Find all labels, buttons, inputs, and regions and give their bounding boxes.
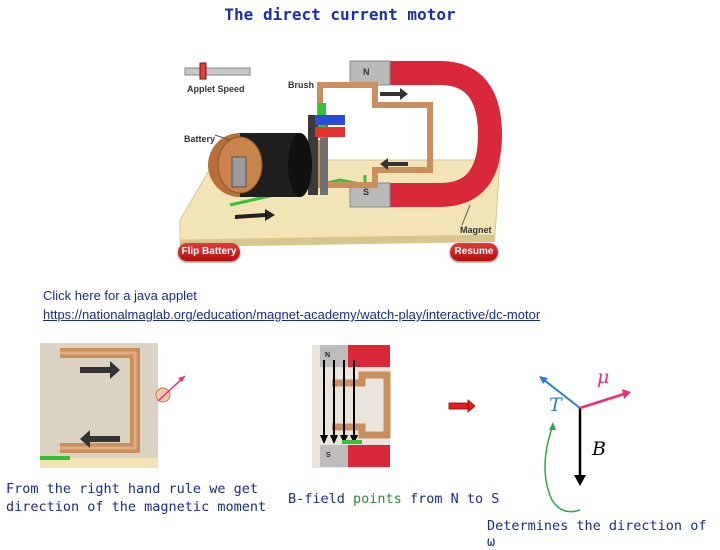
applet-url-link[interactable]: https://nationalmaglab.org/education/mag… [43,307,541,322]
magnet-field-closeup: N S [312,345,391,468]
right-hand-rule-caption: From the right hand rule we get directio… [6,481,267,515]
dc-motor-applet[interactable]: Applet Speed Brush Battery Magnet N S Fl… [170,45,505,265]
red-arrow-icon [448,399,476,413]
b-field-caption-prefix: B-field [288,491,354,507]
brush-label: Brush [288,80,315,90]
b-field-caption-highlight: points [353,491,402,507]
b-field-caption-suffix: from N to S [401,491,500,507]
page-title: The direct current motor [224,5,456,24]
applet-speed-label: Applet Speed [187,84,245,94]
flip-battery-button[interactable]: Flip Battery [178,243,240,261]
zoom-north-label: N [325,352,330,359]
b-field-caption: B-field points from N to S [288,491,499,507]
vector-diagram [539,376,631,513]
south-pole-label: S [363,187,370,197]
zoom-south-label: S [326,452,331,459]
motor-illustration [179,60,503,247]
mu-vector-label: μ [597,366,610,388]
applet-link-intro: Click here for a java applet [43,288,197,303]
rotation-direction-caption: Determines the direction of ω [487,518,707,550]
torque-vector-label: T [549,394,562,416]
field-vector-label: B [592,438,606,460]
resume-button[interactable]: Resume [450,243,498,261]
battery-label: Battery [184,134,216,144]
north-pole-label: N [363,67,370,77]
coil-closeup-image [40,343,186,468]
magnet-label: Magnet [460,225,492,235]
